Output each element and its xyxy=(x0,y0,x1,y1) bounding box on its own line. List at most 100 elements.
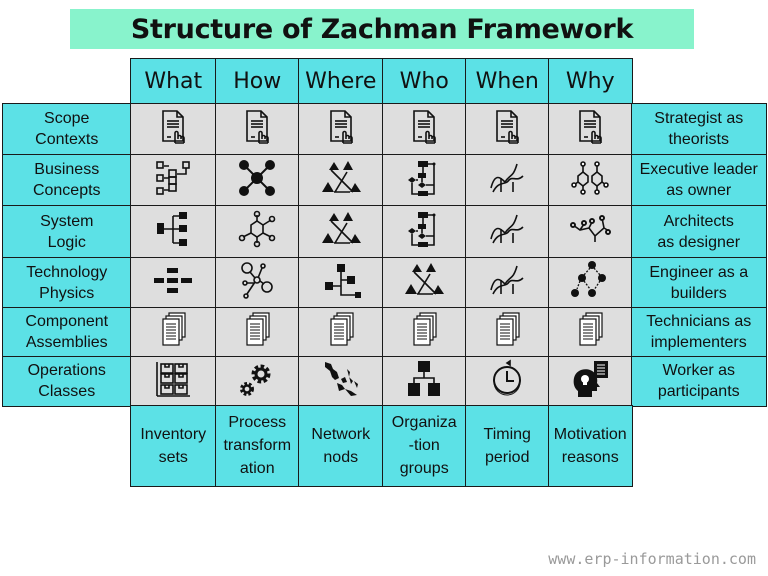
dot-diamond-icon xyxy=(568,260,612,305)
grid-cell xyxy=(130,154,217,207)
text-line: System xyxy=(40,212,94,230)
grid-cell xyxy=(382,257,467,309)
grid-cell xyxy=(548,307,633,358)
grid-cell xyxy=(465,154,550,207)
text-line: Technicians as xyxy=(646,313,752,331)
row-role: Worker as participants xyxy=(631,356,767,407)
document-pointer-icon xyxy=(151,107,195,152)
inventory-shelves-icon xyxy=(151,359,195,404)
triangles-icon xyxy=(319,158,363,203)
column-header-where: Where xyxy=(298,58,384,105)
text-line: Motivation xyxy=(553,425,627,443)
documents-stack-icon xyxy=(485,310,529,355)
text-line: Business xyxy=(34,161,100,179)
text-line: Engineer as a xyxy=(649,263,749,281)
text-line: Worker as xyxy=(662,362,736,380)
document-pointer-icon xyxy=(485,107,529,152)
documents-stack-icon xyxy=(402,310,446,355)
grid-cell xyxy=(382,103,467,156)
triangles-icon xyxy=(402,260,446,305)
column-header-how: How xyxy=(215,58,300,105)
grid-cell xyxy=(130,257,217,309)
column-header-who: Who xyxy=(382,58,467,105)
grid-cell xyxy=(130,205,217,259)
grid-cell xyxy=(548,154,633,207)
grid-cell xyxy=(298,257,384,309)
grid-cell xyxy=(298,307,384,358)
grid-cell xyxy=(298,356,384,407)
column-header-label: Who xyxy=(399,68,449,94)
page-title: Structure of Zachman Framework xyxy=(130,13,634,45)
text-line: nods xyxy=(323,448,359,466)
documents-stack-icon xyxy=(319,310,363,355)
map-icon xyxy=(319,359,363,404)
flowchart-icon xyxy=(402,158,446,203)
text-line: Operations xyxy=(27,362,106,380)
text-line: Contexts xyxy=(35,131,99,149)
curves-icon xyxy=(485,209,529,254)
grid-cell xyxy=(215,154,300,207)
curves-icon xyxy=(485,158,529,203)
grid-cell xyxy=(548,205,633,259)
document-pointer-icon xyxy=(319,107,363,152)
text-line: Technology xyxy=(26,263,108,281)
hub-network-icon xyxy=(235,158,279,203)
text-line: -tion xyxy=(408,437,440,455)
tree-hierarchy-icon xyxy=(151,209,195,254)
grid-cell xyxy=(548,257,633,309)
column-header-why: Why xyxy=(548,58,633,105)
grid-cell xyxy=(548,103,633,156)
grid-cell xyxy=(130,356,217,407)
hexagon-molecule-icon xyxy=(235,209,279,254)
bars-layout-icon xyxy=(151,260,195,305)
text-line: Classes xyxy=(38,383,96,401)
text-line: Assemblies xyxy=(25,334,108,352)
grid-cell xyxy=(215,356,300,407)
grid-cell xyxy=(465,356,550,407)
text-line: Timing xyxy=(483,425,531,443)
text-line: participants xyxy=(657,383,740,401)
document-pointer-icon xyxy=(235,107,279,152)
grid-cell xyxy=(215,103,300,156)
row-role: Architects as designer xyxy=(631,205,767,259)
text-line: Architects xyxy=(663,212,734,230)
documents-stack-icon xyxy=(235,310,279,355)
column-header-label: What xyxy=(144,68,203,94)
flowchart-icon xyxy=(402,209,446,254)
column-header-label: Why xyxy=(565,68,615,94)
clock-icon xyxy=(485,359,529,404)
grid-cell xyxy=(130,307,217,358)
grid-cell xyxy=(215,257,300,309)
text-line: Component xyxy=(25,313,109,331)
text-line: period xyxy=(485,448,530,466)
gears-icon xyxy=(235,359,279,404)
document-pointer-icon xyxy=(402,107,446,152)
text-line: sets xyxy=(158,448,188,466)
node-graph-icon xyxy=(235,260,279,305)
watermark: www.erp-information.com xyxy=(548,550,756,568)
text-line: Network xyxy=(311,425,371,443)
grid-cell xyxy=(382,307,467,358)
column-header-label: Where xyxy=(305,68,377,94)
grid-cell xyxy=(465,205,550,259)
molecule-icon xyxy=(568,158,612,203)
text-line: builders xyxy=(670,284,727,302)
documents-stack-icon xyxy=(568,310,612,355)
grid-cell xyxy=(215,205,300,259)
grid-cell xyxy=(298,154,384,207)
text-line: as designer xyxy=(657,233,741,251)
grid-cell xyxy=(382,356,467,407)
curves-icon xyxy=(485,260,529,305)
grid-cell xyxy=(548,356,633,407)
tree-branch-icon xyxy=(319,260,363,305)
